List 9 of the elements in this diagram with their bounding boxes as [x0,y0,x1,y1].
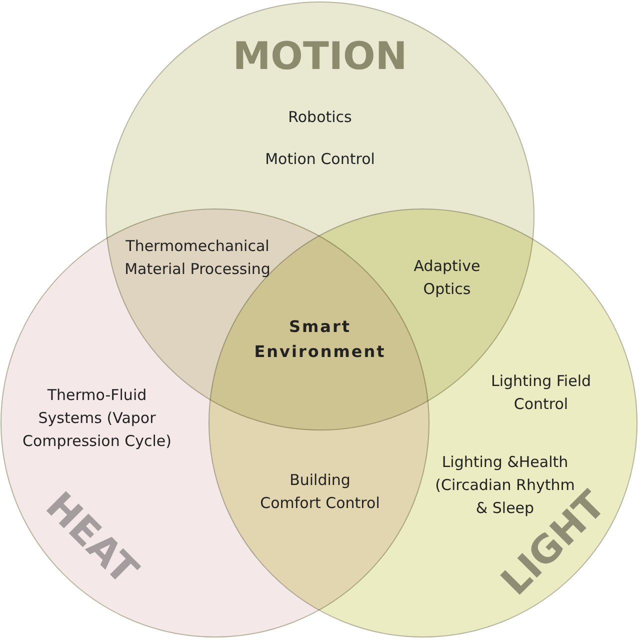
center-label: Smart Environment [253,316,387,363]
topic-label: Thermo-Fluid Systems (Vapor Compression Cycle) [22,385,172,452]
intersection-label: Adaptive Optics [412,256,482,300]
topic-label: Lighting Field Control [490,371,592,415]
circle-title: MOTION [232,34,408,78]
intersection-label: Building Comfort Control [260,470,380,514]
topic-label: Motion Control [264,149,376,170]
topic-label: Robotics [287,107,353,128]
intersection-label: Thermomechanical Material Processing [124,236,272,280]
